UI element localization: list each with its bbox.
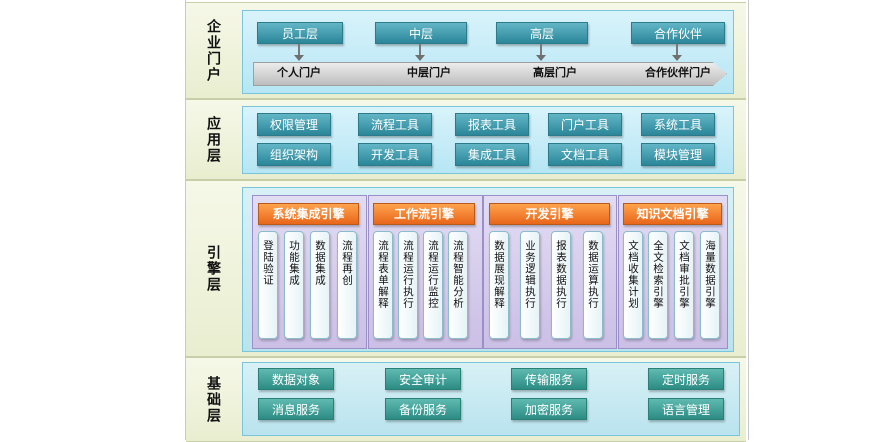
engine-item: 海量数据引擎: [700, 231, 720, 339]
app-report-tool: 报表工具: [455, 113, 529, 136]
portal-middle: 中层门户: [407, 66, 451, 79]
role-partner: 合作伙伴: [631, 22, 725, 44]
engine-item: 流程表单解释: [373, 231, 393, 339]
portal-bar: [253, 62, 727, 86]
engine-item: 报表数据执行: [551, 231, 571, 339]
engine-item: 全文检索引擎: [648, 231, 668, 339]
connector-senior: [540, 44, 542, 56]
app-permission: 权限管理: [257, 113, 331, 136]
engine-item: 流程再创: [337, 231, 357, 339]
app-dev-tool: 开发工具: [358, 143, 432, 166]
engine-title-knowledge-document: 知识文档引擎: [623, 203, 722, 225]
app-integration-tool: 集成工具: [455, 143, 529, 166]
base-timer-service: 定时服务: [648, 368, 724, 390]
diagram-frame: [185, 0, 749, 440]
app-module-mgmt: 模块管理: [641, 143, 715, 166]
role-senior: 高层: [496, 22, 588, 44]
arrow-employee: [294, 55, 304, 61]
engine-item: 文档审批引擎: [674, 231, 694, 339]
app-portal-tool: 门户工具: [548, 113, 622, 136]
base-encryption-service: 加密服务: [511, 398, 587, 420]
engine-item: 流程智能分析: [448, 231, 468, 339]
engine-item: 文档收集计划: [623, 231, 643, 339]
base-layer-label: 基础层: [205, 375, 221, 424]
engine-item: 数据集成: [310, 231, 330, 339]
base-message-service: 消息服务: [258, 398, 334, 420]
engine-item: 业务逻辑执行: [520, 231, 540, 339]
arrow-senior: [536, 55, 546, 61]
connector-middle: [419, 44, 421, 56]
portal-layer-label: 企业门户: [205, 18, 221, 83]
engine-title-system-integration: 系统集成引擎: [258, 203, 359, 225]
app-system-tool: 系统工具: [641, 113, 715, 136]
engine-item: 数据展现解释: [489, 231, 509, 339]
engine-item: 流程运行监控: [423, 231, 443, 339]
engine-title-development: 开发引擎: [489, 203, 610, 225]
app-document-tool: 文档工具: [548, 143, 622, 166]
app-workflow-tool: 流程工具: [358, 113, 432, 136]
engine-item: 功能集成: [284, 231, 304, 339]
arrow-partner: [672, 55, 682, 61]
engine-layer-label: 引擎层: [205, 244, 221, 293]
role-middle: 中层: [375, 22, 467, 44]
portal-personal: 个人门户: [277, 66, 321, 79]
base-language-mgmt: 语言管理: [648, 398, 724, 420]
engine-title-workflow: 工作流引擎: [373, 203, 475, 225]
connector-employee: [298, 44, 300, 56]
base-data-object: 数据对象: [258, 368, 334, 390]
connector-partner: [676, 44, 678, 56]
role-employee: 员工层: [257, 22, 343, 44]
engine-item: 数据运算执行: [583, 231, 603, 339]
engine-item: 登陆验证: [258, 231, 278, 339]
engine-item: 流程运行执行: [398, 231, 418, 339]
app-org-structure: 组织架构: [257, 143, 331, 166]
arrow-middle: [415, 55, 425, 61]
base-backup-service: 备份服务: [385, 398, 461, 420]
base-transfer-service: 传输服务: [511, 368, 587, 390]
application-layer-label: 应用层: [205, 115, 221, 164]
base-security-audit: 安全审计: [385, 368, 461, 390]
portal-senior: 高层门户: [533, 66, 577, 79]
portal-partner: 合作伙伴门户: [645, 66, 711, 79]
